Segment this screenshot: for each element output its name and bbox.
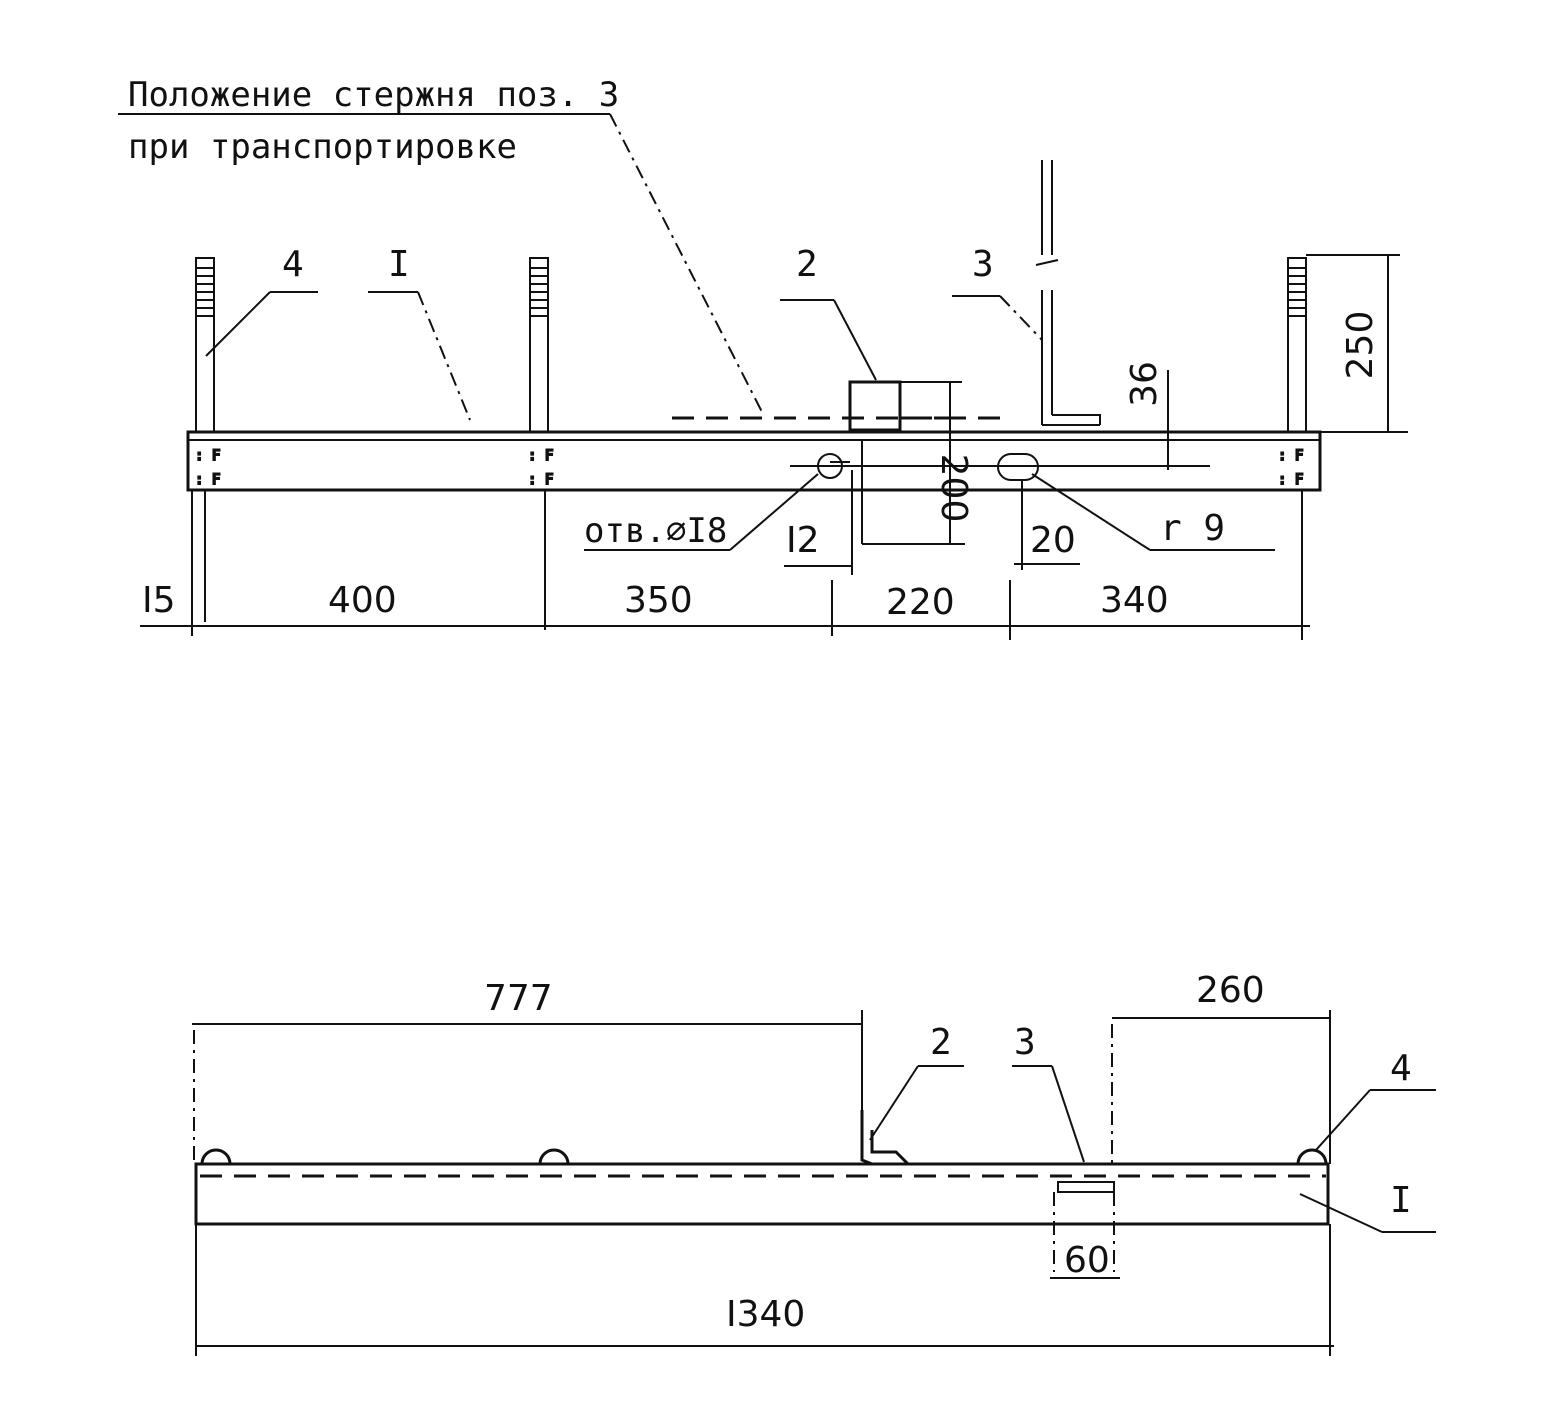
dim-400: 400: [328, 580, 397, 621]
side-callout-2: 2: [930, 1022, 952, 1063]
side-callout-4: 4: [1390, 1048, 1412, 1089]
dim-1340: I340: [726, 1294, 805, 1335]
bracket-part-2: [848, 380, 902, 432]
dim-340: 340: [1100, 580, 1169, 621]
dim-220: 220: [886, 582, 955, 623]
bracket-side: [860, 1110, 912, 1166]
bolt-head-3: [1296, 1148, 1328, 1165]
slot-radius-label: r 9: [1160, 508, 1225, 549]
note-leader: [609, 113, 763, 413]
hole-label: отв.⌀I8: [584, 511, 727, 551]
callout-2: 2: [796, 244, 818, 285]
svg-text:: F: : F: [528, 448, 553, 464]
dim-260: 260: [1196, 970, 1265, 1011]
dim-777: 777: [484, 978, 553, 1019]
bolt-head-1: [200, 1148, 232, 1165]
bolt-3: [1287, 257, 1307, 640]
svg-text:: F: : F: [195, 448, 220, 464]
bolt-head-2: [538, 1148, 570, 1165]
dim-250: 250: [1340, 311, 1381, 380]
bolt-1: [195, 257, 215, 622]
bottom-view: 777 260 60 I340 2 3 4 I: [192, 970, 1436, 1356]
upright-rod-part-3: [1035, 160, 1101, 426]
bolt-2: [529, 257, 549, 630]
dim-15: I5: [142, 580, 176, 621]
top-view: Положение стержня поз. 3 при транспортир…: [118, 75, 1408, 640]
transport-note-line2: при транспортировке: [128, 127, 517, 167]
dim-200: 200: [933, 454, 974, 523]
dim-350: 350: [624, 580, 693, 621]
callout-1: I: [388, 244, 410, 285]
dim-12: I2: [786, 520, 820, 561]
svg-text:: F: : F: [528, 472, 553, 488]
svg-text:: F: : F: [195, 472, 220, 488]
callout-4: 4: [282, 244, 304, 285]
svg-text:: F: : F: [1278, 472, 1303, 488]
rod-side-end: [1057, 1181, 1115, 1193]
svg-text:: F: : F: [1278, 448, 1303, 464]
side-callout-1: I: [1390, 1180, 1412, 1221]
dim-60: 60: [1064, 1240, 1110, 1281]
base-beam: [186, 430, 1322, 492]
dim-36: 36: [1124, 361, 1165, 407]
side-callout-3: 3: [1014, 1022, 1036, 1063]
base-beam-side: [194, 1162, 1330, 1226]
dim-20: 20: [1030, 520, 1076, 561]
callout-3: 3: [972, 244, 994, 285]
transport-note-line1: Положение стержня поз. 3: [128, 75, 619, 115]
